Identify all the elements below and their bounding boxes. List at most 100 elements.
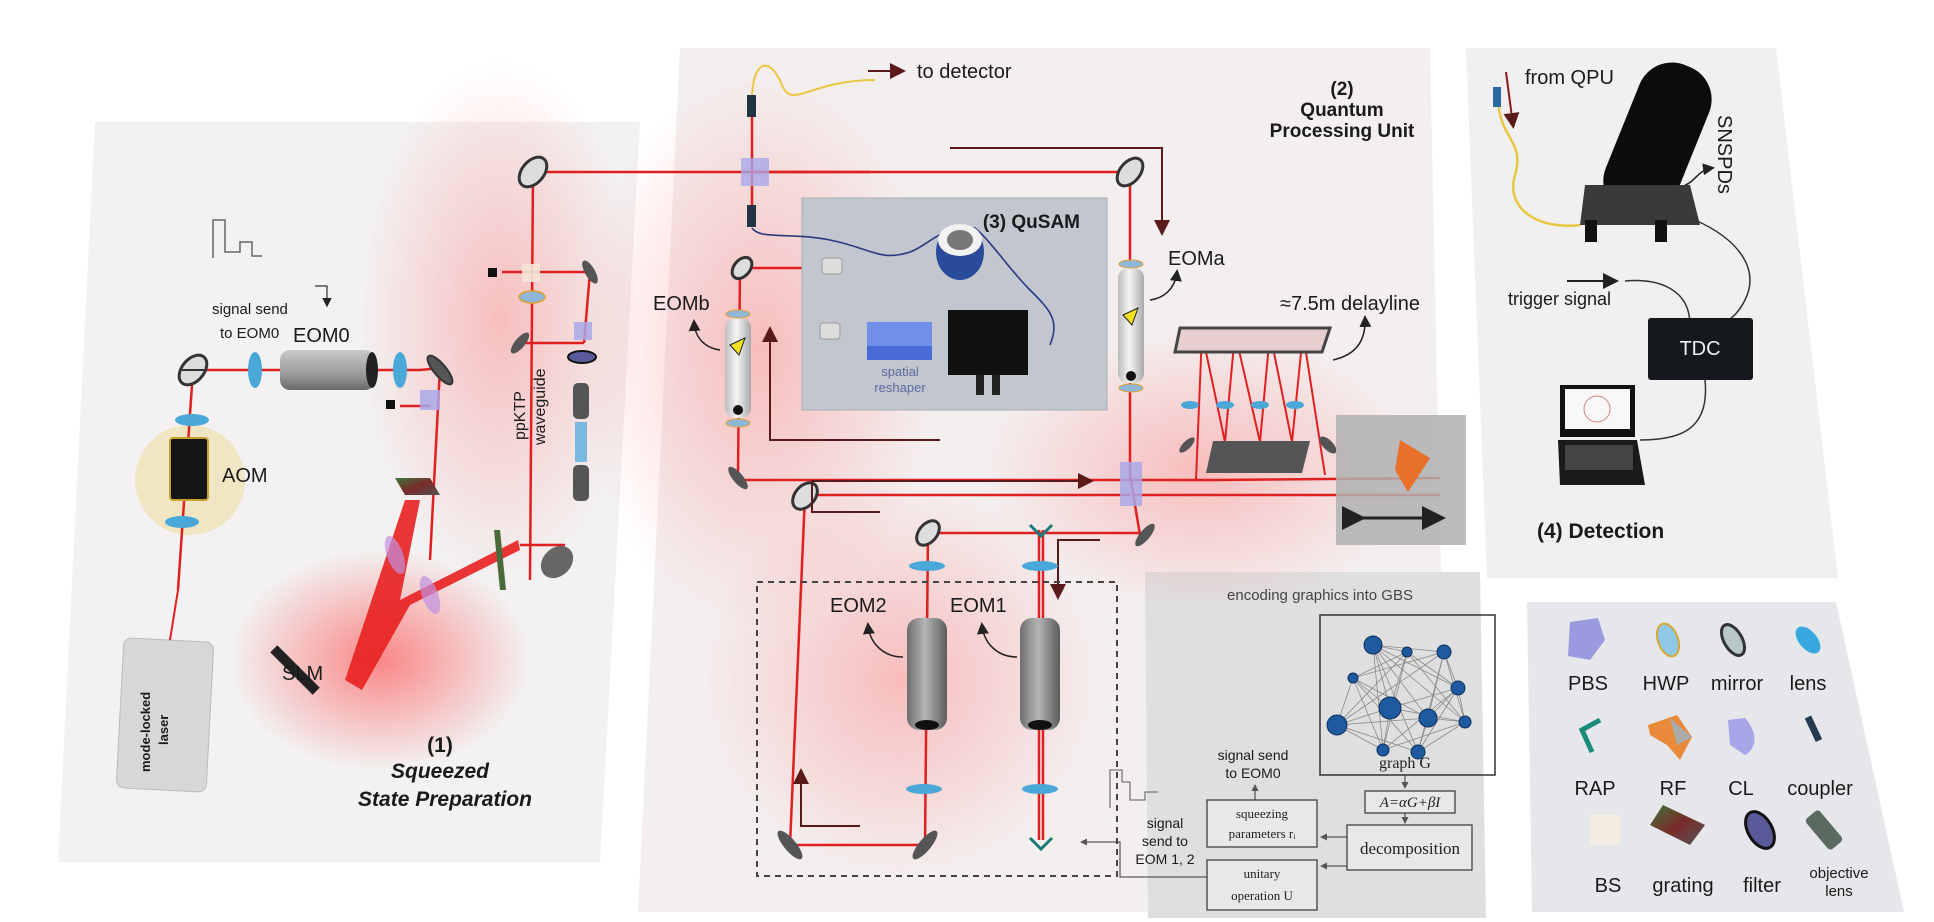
squeezing-box <box>1206 799 1318 848</box>
signal-waveform-icon <box>1109 769 1158 808</box>
timing-arrow <box>1050 539 1100 600</box>
filter-icon <box>1744 810 1776 850</box>
trigger-cable <box>1624 279 1691 326</box>
snspds-label: SNSPDs <box>1713 115 1735 194</box>
grating-icon <box>1650 805 1705 845</box>
slm-label: SLM <box>282 663 323 685</box>
lens-icon <box>248 352 262 388</box>
legend-label-pbs: PBS <box>1568 673 1608 695</box>
eoma-label: EOMa <box>1168 248 1226 270</box>
panel1-pink-haze <box>360 60 640 580</box>
bs-icon <box>1590 815 1620 845</box>
lens-icon <box>1286 401 1304 409</box>
rap-icon <box>1028 523 1054 539</box>
lens-icon <box>165 516 199 528</box>
laser-beam <box>169 589 179 641</box>
waveguide-label: waveguide <box>532 368 549 446</box>
legend-label-mirror: mirror <box>1711 673 1764 695</box>
signal-send-eom0-label-2: to EOM0 <box>220 325 279 342</box>
mirror-icon <box>915 519 941 547</box>
decomposition-label: decomposition <box>1360 839 1461 858</box>
rf-icon <box>1395 440 1430 492</box>
panel-4: from QPU SNSPDs trigger signal TDC (4) D… <box>1493 62 1753 543</box>
ppktp-label: ppKTP <box>512 391 529 440</box>
spatial-reshaper-top <box>867 322 932 346</box>
panel-4-title: (4) Detection <box>1537 520 1664 543</box>
graph-edge <box>1336 717 1429 726</box>
cl-icon <box>384 536 406 574</box>
eomb-body <box>725 318 751 418</box>
mirror-icon <box>1179 437 1195 453</box>
hwp-icon <box>1118 383 1144 393</box>
lens-icon <box>1181 401 1199 409</box>
graph-g-label: graph G <box>1379 755 1431 772</box>
graph-node <box>1326 714 1348 736</box>
snspd-pointer <box>1684 163 1715 186</box>
eom12-signal-arrow <box>1080 838 1207 878</box>
aom-body <box>169 437 209 501</box>
graph-edge <box>1382 721 1466 751</box>
graph-edge <box>1352 677 1384 751</box>
lens-icon <box>1795 626 1821 654</box>
mirror-icon <box>777 830 803 860</box>
cl-icon <box>419 576 441 614</box>
trigger-signal-label: trigger signal <box>1508 289 1611 309</box>
hwp-icon <box>1655 622 1681 658</box>
pbs-icon <box>574 322 592 340</box>
legend-label-filter: filter <box>1743 875 1781 897</box>
legend-label-coupler: coupler <box>1787 778 1853 800</box>
lens-icon <box>906 784 942 794</box>
graph-node <box>1363 635 1383 655</box>
graph-edge <box>1417 651 1445 753</box>
encoding-title: encoding graphics into GBS <box>1227 587 1413 604</box>
graph-edge <box>1406 651 1459 689</box>
mirror-icon <box>1319 436 1337 454</box>
xyz-stage <box>948 310 1028 375</box>
eoma-aperture <box>1126 371 1136 381</box>
tdc-box <box>1648 318 1753 380</box>
mirror-icon <box>1135 523 1155 547</box>
fiber-spool-core <box>947 230 973 250</box>
pbs-icon <box>420 390 440 410</box>
legend-label-bs: BS <box>1595 875 1622 897</box>
squeezed-beam-fan <box>345 500 520 690</box>
eomb-aperture <box>733 405 743 415</box>
fiber-to-detector <box>751 64 876 101</box>
mirror-icon <box>426 354 454 386</box>
graph-node <box>1458 715 1472 729</box>
rap-icon <box>1028 836 1054 852</box>
eomb-pointer <box>688 319 721 351</box>
lens-icon <box>909 561 945 571</box>
beam-dump-icon <box>488 268 497 277</box>
pbs-icon <box>1120 462 1142 506</box>
panel-2-number: (2) <box>1330 79 1353 100</box>
lens-icon <box>1022 784 1058 794</box>
signal-eom12-label-2: send to <box>1142 833 1188 849</box>
legend-label-lens: lens <box>1790 673 1827 695</box>
graph-edge <box>1406 651 1466 723</box>
eom1-aperture <box>1028 720 1052 730</box>
matrix-box <box>1364 790 1456 814</box>
mirror-icon <box>1115 156 1145 188</box>
legend: PBS HWP mirror lens RAP RF CL coupler BS… <box>1568 618 1869 900</box>
eom1-pointer <box>976 622 1018 658</box>
eom2-pointer <box>862 622 904 658</box>
eomb-label: EOMb <box>653 293 710 315</box>
panel-2-title-2: Processing Unit <box>1270 121 1415 142</box>
graph-node <box>1376 743 1390 757</box>
graph-node <box>1436 644 1452 660</box>
eom2-aperture <box>915 720 939 730</box>
bs-icon <box>522 264 540 282</box>
beam-dump-icon <box>386 400 395 409</box>
laptop-keys <box>1565 445 1633 470</box>
snspd-leg <box>1655 220 1667 242</box>
signal-eom0-label-2: to EOM0 <box>1225 765 1280 781</box>
timing-arrow <box>811 473 1094 513</box>
legend-label-rf: RF <box>1660 778 1687 800</box>
mirror-icon <box>912 830 938 860</box>
panel-2-title: Quantum <box>1300 100 1383 121</box>
laptop-display <box>1565 389 1630 429</box>
eom12-dashed-box <box>756 581 1118 877</box>
